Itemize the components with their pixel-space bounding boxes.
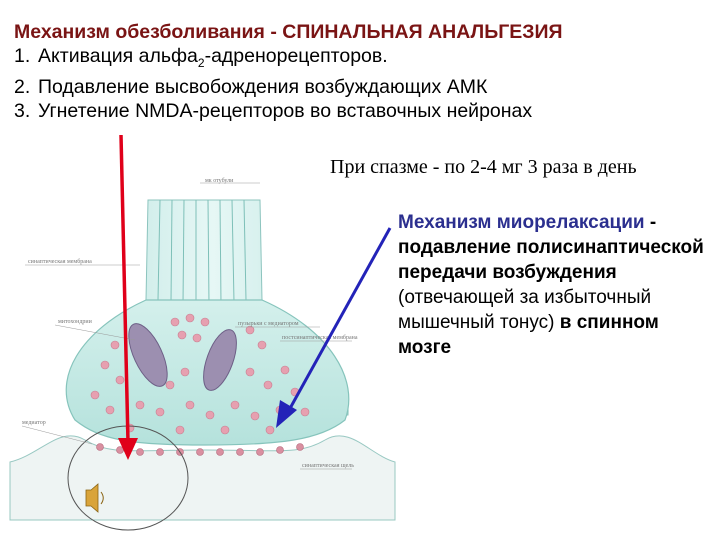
- slide-title: Механизм обезболивания - СПИНАЛЬНАЯ АНАЛ…: [14, 21, 563, 43]
- speaker-icon[interactable]: [85, 483, 104, 513]
- label-microtubules: мк отубули: [205, 177, 234, 184]
- list-item-1: 1. Активация альфа2-адренорецепторов.: [14, 44, 714, 75]
- label-mitochondria: митохондрии: [58, 319, 93, 325]
- list-number: 2.: [14, 75, 31, 98]
- label-membrane: синаптическая мембрана: [28, 258, 92, 265]
- list-item-3: 3. Угнетение NMDA-рецепторов во вставочны…: [14, 99, 714, 123]
- cleft-mediator: [96, 443, 304, 456]
- mechanism-part1: - подавление полисинаптической передачи …: [398, 212, 704, 283]
- mitochondria: [128, 323, 237, 391]
- mechanism-text: Механизм миорелаксации - подавление поли…: [398, 210, 714, 360]
- mechanism-part2: (отвечающей за избыточный мышечный тонус…: [398, 287, 652, 333]
- list-text: Подавление высвобождения возбуждающих АМ…: [38, 75, 488, 98]
- diagram-labels: мк отубули синаптическая мембрана митохо…: [21, 177, 358, 470]
- mechanism-heading: Механизм миорелаксации: [398, 212, 645, 233]
- list-text-post: -адренорецепторов.: [204, 45, 388, 67]
- dose-text: При спазме - по 2-4 мг 3 раза в день: [330, 156, 637, 178]
- label-mediator: медиатор: [22, 420, 46, 426]
- microtubules: [157, 199, 247, 306]
- label-cleft: синаптическая щель: [302, 463, 354, 469]
- list-number: 1.: [14, 45, 31, 67]
- red-arrowhead: [118, 438, 138, 460]
- mechanism-part3: в спинном мозге: [398, 312, 659, 358]
- blue-arrowhead: [276, 400, 297, 428]
- list-text: Угнетение NMDA-рецепторов во вставочных …: [38, 99, 533, 122]
- list-text-pre: Активация альфа: [38, 45, 198, 67]
- list-number: 3.: [14, 99, 31, 122]
- label-postsynaptic: постсинаптическая мембрана: [282, 334, 358, 341]
- label-vesicles: пузырьки с медиатором: [238, 321, 299, 327]
- list-text-sub: 2: [197, 55, 205, 70]
- header: Механизм обезболивания - СПИНАЛЬНАЯ АНАЛ…: [14, 20, 714, 123]
- list-item-2: 2. Подавление высвобождения возбуждающих …: [14, 75, 714, 99]
- blue-arrow: [286, 227, 392, 413]
- postsynaptic-membrane: [9, 435, 396, 521]
- red-arrow: [119, 134, 130, 443]
